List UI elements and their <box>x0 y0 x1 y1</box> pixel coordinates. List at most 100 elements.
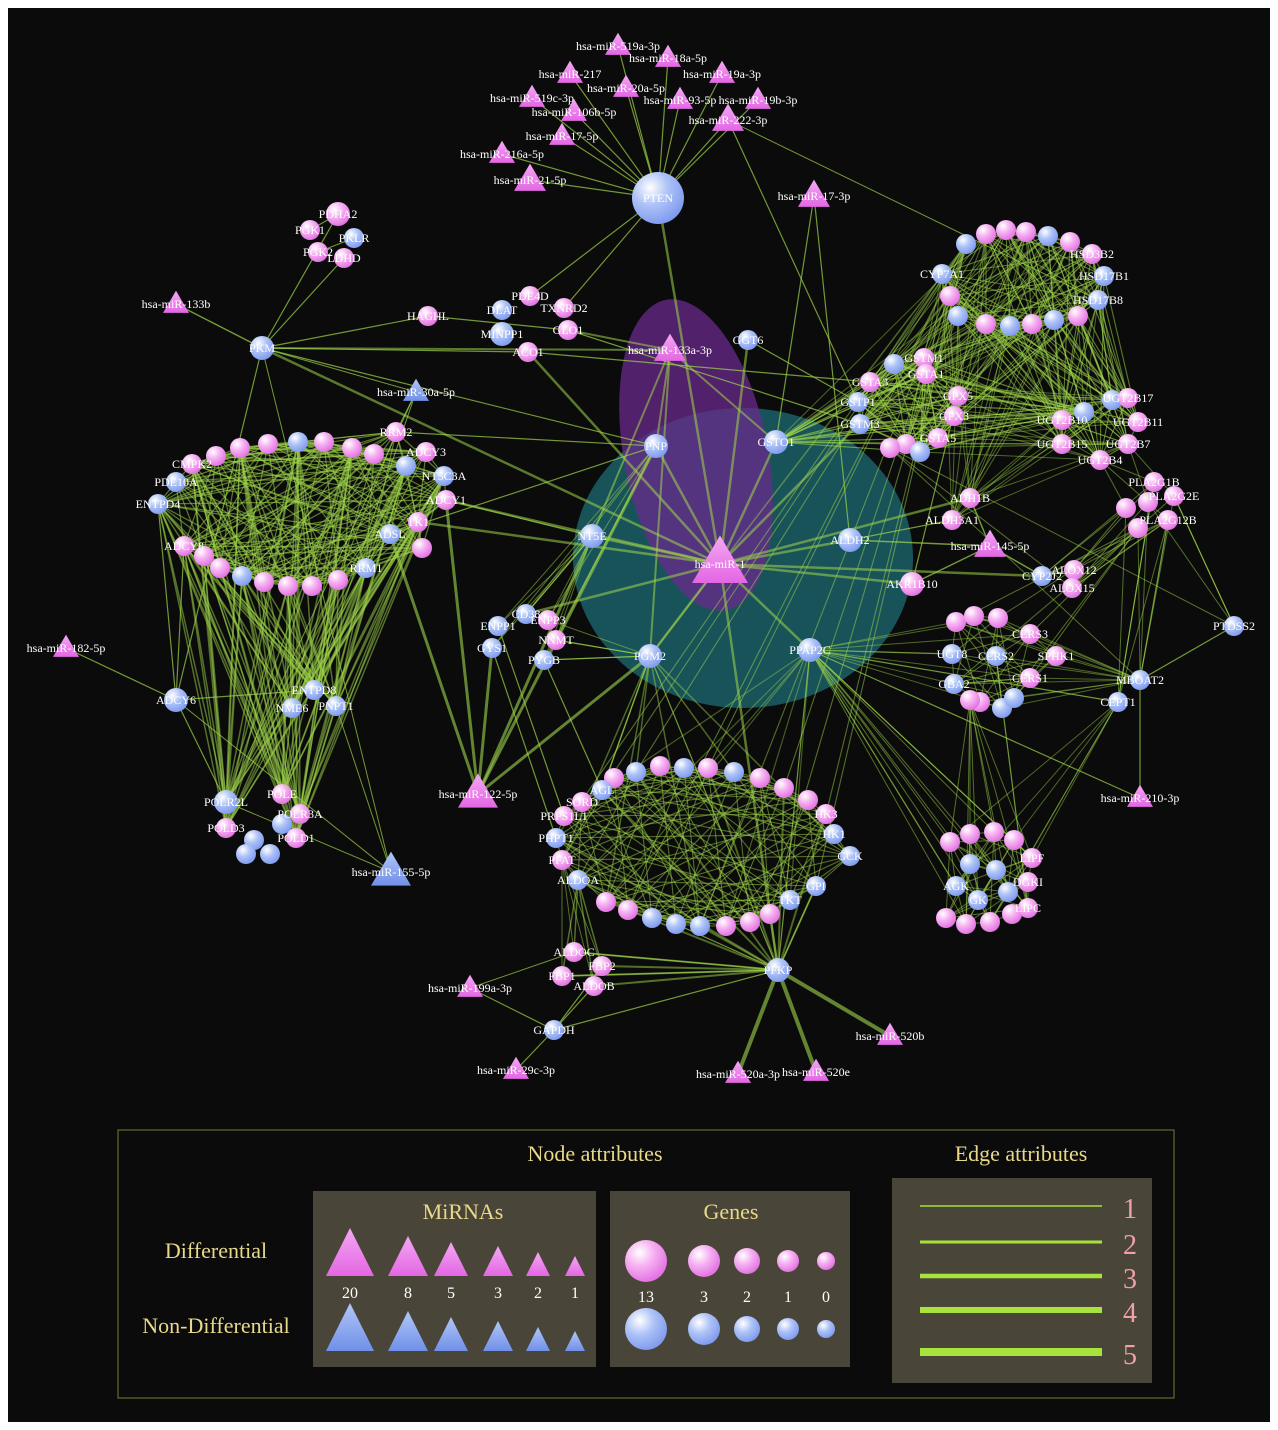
mirna-node-hsa-mir-21-5p[interactable] <box>514 163 546 191</box>
gene-node[interactable] <box>976 314 996 334</box>
gene-node-ugt2b4[interactable] <box>1090 450 1110 470</box>
gene-node-enpp3[interactable] <box>538 610 558 630</box>
gene-node-tk1[interactable] <box>408 512 428 532</box>
gene-node[interactable] <box>774 778 794 798</box>
gene-node[interactable] <box>1016 222 1036 242</box>
gene-node[interactable] <box>976 224 996 244</box>
gene-node-cyp7a1[interactable] <box>932 264 952 284</box>
gene-node-pfkp[interactable] <box>766 958 790 982</box>
gene-node[interactable] <box>960 854 980 874</box>
gene-node[interactable] <box>210 558 230 578</box>
gene-node[interactable] <box>690 916 710 936</box>
gene-node-agl[interactable] <box>592 780 612 800</box>
gene-node-pole[interactable] <box>272 784 292 804</box>
gene-node[interactable] <box>254 572 274 592</box>
gene-node-ugt8[interactable] <box>942 644 962 664</box>
mirna-node-hsa-mir-217[interactable] <box>557 60 583 83</box>
gene-node-gsta1[interactable] <box>916 364 936 384</box>
mirna-node-hsa-mir-199a-3p[interactable] <box>457 974 483 997</box>
gene-node-hsd17b8[interactable] <box>1088 290 1108 310</box>
gene-node-aldoc[interactable] <box>564 942 584 962</box>
gene-node-pdha2[interactable] <box>326 202 350 226</box>
mirna-node-hsa-mir-216a-5p[interactable] <box>489 140 515 163</box>
gene-node-lipf[interactable] <box>1022 848 1042 868</box>
gene-node[interactable] <box>1044 310 1064 330</box>
gene-node-sord[interactable] <box>572 792 592 812</box>
gene-node-tkt[interactable] <box>780 890 800 910</box>
gene-node[interactable] <box>412 538 432 558</box>
gene-node[interactable] <box>272 814 292 834</box>
gene-node[interactable] <box>724 762 744 782</box>
gene-node-pnp[interactable] <box>644 434 668 458</box>
gene-node-aco1[interactable] <box>518 342 538 362</box>
gene-node-pgk1[interactable] <box>300 220 320 240</box>
gene-node[interactable] <box>232 566 252 586</box>
gene-node-sphk1[interactable] <box>1046 646 1066 666</box>
gene-node[interactable] <box>1068 306 1088 326</box>
gene-node-ptdss2[interactable] <box>1224 616 1244 636</box>
gene-node[interactable] <box>650 756 670 776</box>
gene-node-hk3[interactable] <box>816 804 836 824</box>
gene-node[interactable] <box>1138 492 1158 512</box>
gene-node-gys1[interactable] <box>482 638 502 658</box>
gene-node[interactable] <box>206 446 226 466</box>
gene-node[interactable] <box>936 908 956 928</box>
gene-node-nt5e[interactable] <box>580 524 604 548</box>
gene-node-pla2g1b[interactable] <box>1144 472 1164 492</box>
gene-node-txnrd2[interactable] <box>554 298 574 318</box>
gene-node-mboat2[interactable] <box>1130 670 1150 690</box>
gene-node[interactable] <box>1102 390 1122 410</box>
gene-node-pfat[interactable] <box>552 850 572 870</box>
gene-node-adh1b[interactable] <box>960 488 980 508</box>
gene-node-hsd17b1[interactable] <box>1094 266 1114 286</box>
gene-node[interactable] <box>1074 402 1094 422</box>
gene-node[interactable] <box>698 758 718 778</box>
gene-node-ldhd[interactable] <box>334 248 354 268</box>
gene-node-gapdh[interactable] <box>544 1020 564 1040</box>
mirna-node-hsa-mir-122-5p[interactable] <box>458 773 498 808</box>
gene-node-prps1l1[interactable] <box>554 806 574 826</box>
mirna-node-hsa-mir-17-5p[interactable] <box>549 122 575 145</box>
gene-node-adcy8[interactable] <box>174 536 194 556</box>
mirna-node-hsa-mir-133a-3p[interactable] <box>654 333 686 361</box>
gene-node-nme6[interactable] <box>282 698 302 718</box>
gene-node[interactable] <box>1128 518 1148 538</box>
gene-node-adsl[interactable] <box>380 524 400 544</box>
gene-node[interactable] <box>364 444 384 464</box>
mirna-node-hsa-mir-519a-3p[interactable] <box>605 32 631 55</box>
gene-node-aldoa[interactable] <box>568 870 588 890</box>
gene-node[interactable] <box>940 286 960 306</box>
gene-node[interactable] <box>946 612 966 632</box>
gene-node-pold3[interactable] <box>216 818 236 838</box>
gene-node-gk[interactable] <box>968 890 988 910</box>
gene-node[interactable] <box>1038 226 1058 246</box>
gene-node[interactable] <box>998 882 1018 902</box>
gene-node[interactable] <box>626 762 646 782</box>
gene-node[interactable] <box>996 220 1016 240</box>
gene-node[interactable] <box>236 844 256 864</box>
gene-node-ugt2b7[interactable] <box>1118 434 1138 454</box>
gene-node-dgki[interactable] <box>1018 872 1038 892</box>
mirna-node-hsa-mir-19a-3p[interactable] <box>709 60 735 83</box>
gene-node[interactable] <box>1000 316 1020 336</box>
gene-node-cers2[interactable] <box>986 646 1006 666</box>
gene-node-dlat[interactable] <box>492 300 512 320</box>
gene-node-glo1[interactable] <box>558 320 578 340</box>
gene-node-ugt2b11[interactable] <box>1128 412 1148 432</box>
gene-node[interactable] <box>314 432 334 452</box>
mirna-node-hsa-mir-19b-3p[interactable] <box>745 86 771 109</box>
gene-node-adcy3[interactable] <box>416 442 436 462</box>
gene-node-cers3[interactable] <box>1020 624 1040 644</box>
gene-node-polr2l[interactable] <box>214 790 238 814</box>
gene-node[interactable] <box>880 438 900 458</box>
gene-node[interactable] <box>288 432 308 452</box>
gene-node[interactable] <box>740 912 760 932</box>
gene-node-cept1[interactable] <box>1108 692 1128 712</box>
gene-node-akr1b10[interactable] <box>900 572 924 596</box>
gene-node-gpx3[interactable] <box>944 406 964 426</box>
gene-node[interactable] <box>956 234 976 254</box>
gene-node-polr3a[interactable] <box>290 804 310 824</box>
gene-node-aldh2[interactable] <box>838 528 862 552</box>
gene-node-pla2g2e[interactable] <box>1164 486 1184 506</box>
gene-node-hk1[interactable] <box>824 824 844 844</box>
